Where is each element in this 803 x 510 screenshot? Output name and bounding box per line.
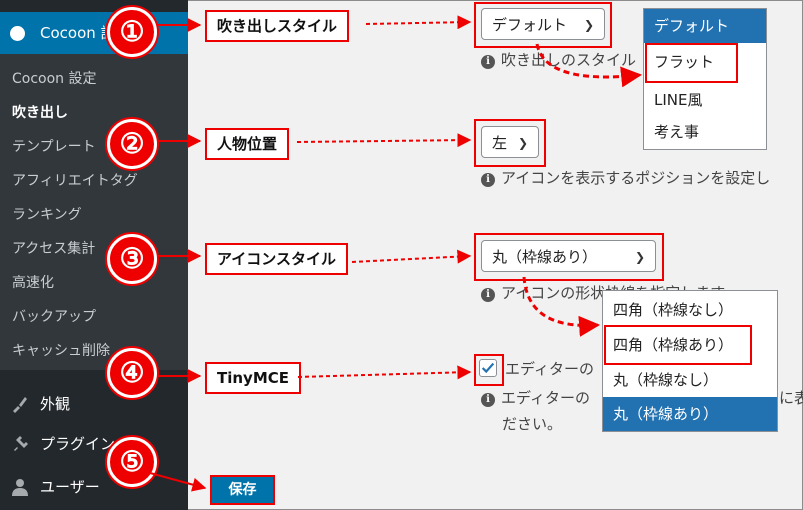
highlight-option-flat <box>645 43 738 83</box>
step-number-2: ② <box>107 119 157 169</box>
dropdown-option-square-no-border[interactable]: 四角（枠線なし） <box>613 301 734 319</box>
description-text: 吹き出しのスタイル <box>501 51 637 69</box>
highlight-frame <box>474 119 546 167</box>
balloon-style-description: i 吹き出しのスタイル <box>481 49 636 70</box>
dropdown-option-thinking[interactable]: 考え事 <box>654 123 700 141</box>
dropdown-option-line[interactable]: LINE風 <box>654 91 703 109</box>
icon-style-dropdown: 四角（枠線なし） 四角（枠線あり） 丸（枠線なし） 丸（枠線あり） <box>602 290 778 432</box>
step-number-5: ⑤ <box>107 437 157 487</box>
balloon-style-select[interactable]: デフォルト ❯ <box>481 8 605 40</box>
sidebar-item-label: ユーザー <box>40 478 100 496</box>
step-number-4: ④ <box>107 348 157 398</box>
description-text: アイコンを表示するポジションを設定し <box>501 169 771 187</box>
info-icon: i <box>481 393 495 407</box>
info-icon: i <box>481 55 495 69</box>
chevron-down-icon: ❯ <box>634 250 645 264</box>
icon-style-label: アイコンスタイル <box>205 243 348 275</box>
person-position-select[interactable]: 左 ❯ <box>481 126 539 158</box>
submenu-item-balloon[interactable]: 吹き出し <box>12 105 68 121</box>
sidebar-item-cocoon-settings[interactable]: Cocoon 設定 <box>0 12 188 54</box>
submenu-item-cocoon-settings[interactable]: Cocoon 設定 <box>12 71 97 87</box>
person-position-description: i アイコンを表示するポジションを設定し <box>481 167 770 188</box>
tinymce-description-right: に表 <box>779 389 803 407</box>
select-value: 丸（枠線あり） <box>492 248 598 266</box>
dropdown-option-circle-border[interactable]: 丸（枠線あり） <box>603 397 777 431</box>
step-number-1: ① <box>107 7 157 57</box>
admin-sidebar: Cocoon 設定 Cocoon 設定 吹き出し テンプレート アフィリエイトタ… <box>0 0 188 510</box>
plugin-icon <box>14 435 28 451</box>
description-text: エディターの <box>501 389 590 407</box>
submenu-item-ranking[interactable]: ランキング <box>12 207 82 223</box>
sidebar-item-appearance[interactable]: 外観 <box>10 393 70 414</box>
tinymce-checkbox[interactable] <box>479 359 497 377</box>
balloon-style-dropdown: デフォルト フラット LINE風 考え事 <box>643 8 767 150</box>
tinymce-description: i エディターの <box>481 387 590 408</box>
highlight-option-square-border <box>604 325 752 365</box>
checkmark-icon <box>481 362 495 374</box>
dropdown-option-circle-no-border[interactable]: 丸（枠線なし） <box>613 371 719 389</box>
tinymce-description-line2: ださい。 <box>502 415 563 433</box>
sidebar-item-users[interactable]: ユーザー <box>10 476 100 497</box>
select-value: 左 <box>492 134 508 152</box>
cocoon-icon <box>10 26 25 41</box>
sidebar-item-plugins[interactable]: プラグイン <box>10 433 115 454</box>
step-number-3: ③ <box>107 234 157 284</box>
sidebar-item-label: プラグイン <box>40 435 116 453</box>
tinymce-label: TinyMCE <box>205 362 302 394</box>
dropdown-option-flat[interactable]: フラット <box>654 53 715 71</box>
sidebar-item-label: 外観 <box>40 395 71 413</box>
chevron-down-icon: ❯ <box>517 136 528 150</box>
submenu-item-template[interactable]: テンプレート <box>12 139 96 155</box>
tinymce-checkbox-label: エディターの <box>505 360 594 378</box>
chevron-down-icon: ❯ <box>583 18 594 32</box>
info-icon: i <box>481 288 495 302</box>
icon-style-select[interactable]: 丸（枠線あり） ❯ <box>481 240 656 272</box>
submenu-item-backup[interactable]: バックアップ <box>12 309 96 325</box>
submenu-item-access-count[interactable]: アクセス集計 <box>12 241 96 257</box>
dropdown-option-default[interactable]: デフォルト <box>644 9 766 43</box>
paintbrush-icon <box>13 396 27 413</box>
highlight-frame <box>474 354 504 386</box>
info-icon: i <box>481 173 495 187</box>
user-icon <box>12 478 28 496</box>
dropdown-option-square-border[interactable]: 四角（枠線あり） <box>613 336 734 354</box>
sidebar-submenu: Cocoon 設定 吹き出し テンプレート アフィリエイトタグ ランキング アク… <box>0 54 188 370</box>
select-value: デフォルト <box>492 16 568 34</box>
person-position-label: 人物位置 <box>205 128 290 160</box>
submenu-item-affiliate-tag[interactable]: アフィリエイトタグ <box>12 173 138 189</box>
balloon-style-label: 吹き出しスタイル <box>205 10 350 42</box>
submenu-item-speedup[interactable]: 高速化 <box>12 275 54 291</box>
save-button[interactable]: 保存 <box>210 475 275 505</box>
submenu-item-cache-delete[interactable]: キャッシュ削除 <box>12 343 110 359</box>
